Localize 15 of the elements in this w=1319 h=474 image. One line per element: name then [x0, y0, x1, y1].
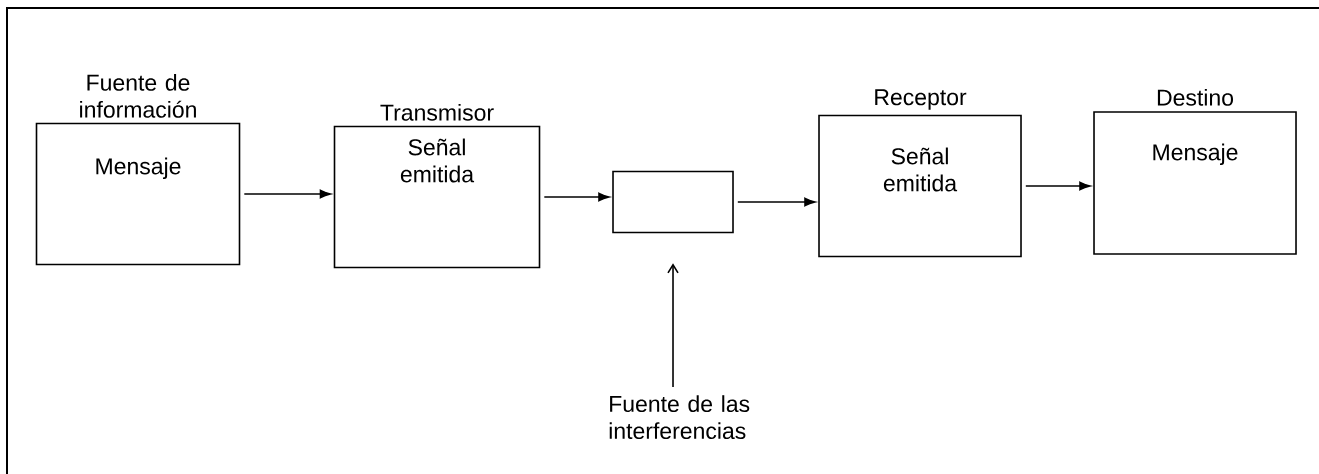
arrow	[667, 263, 679, 388]
arrow	[737, 197, 816, 207]
box-text: Señal emitida	[883, 147, 958, 192]
process-box	[612, 170, 734, 234]
arrow	[1025, 181, 1091, 191]
box-heading: Fuente de información	[80, 73, 196, 118]
text-label: Fuente de las interferencias	[609, 395, 750, 440]
arrow	[543, 192, 610, 202]
box-heading: Receptor	[875, 89, 967, 110]
box-text: Mensaje	[96, 157, 181, 179]
box-heading: Transmisor	[380, 103, 494, 121]
box-text: Señal emitida	[400, 138, 475, 183]
box-heading: Destino	[1157, 88, 1234, 106]
arrow	[243, 189, 332, 199]
box-text: Mensaje	[1153, 143, 1238, 165]
